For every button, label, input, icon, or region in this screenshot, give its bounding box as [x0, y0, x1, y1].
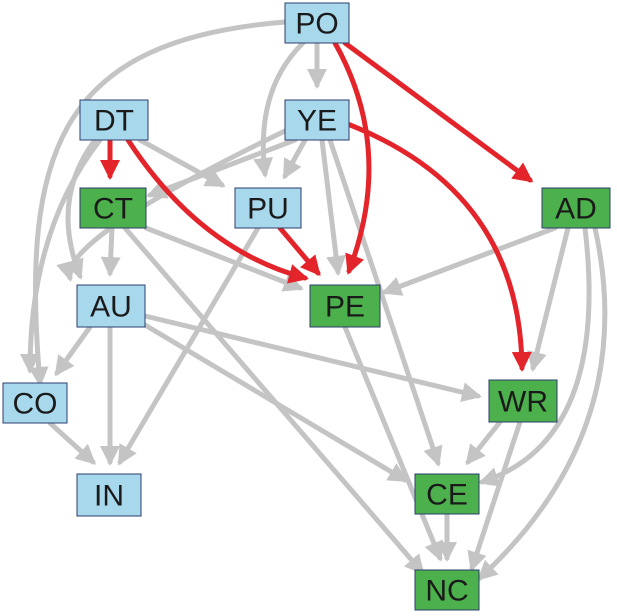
node-label: PE — [325, 291, 365, 324]
edge-ye-to-pe — [319, 137, 347, 276]
node-ye: YE — [284, 99, 350, 141]
node-po: PO — [284, 2, 350, 44]
node-label: CO — [13, 388, 58, 421]
edge-pu-to-in — [117, 225, 261, 466]
edge-po-to-pe — [332, 40, 372, 275]
node-label: IN — [94, 480, 124, 513]
node-label: NC — [425, 575, 468, 608]
edge-au-to-wr — [142, 313, 482, 402]
node-box — [234, 187, 302, 229]
edge-ad-to-ce — [478, 225, 592, 487]
node-pe: PE — [309, 284, 381, 328]
node-box — [488, 379, 558, 423]
node-box — [541, 187, 611, 229]
node-box — [76, 473, 142, 517]
edge-au-to-co — [54, 324, 93, 377]
edge-ad-to-nc — [477, 225, 608, 581]
edge-ct-to-au — [100, 225, 121, 277]
node-label: WR — [498, 386, 548, 419]
node-box — [79, 187, 147, 229]
node-box — [309, 284, 381, 328]
red-edges — [100, 40, 534, 372]
edge-pu-to-pe — [277, 225, 321, 277]
node-box — [414, 473, 480, 515]
node-label: PU — [247, 193, 289, 226]
node-label: AU — [90, 291, 132, 324]
node-wr: WR — [488, 379, 558, 423]
edge-ye-to-pu — [282, 137, 308, 180]
edge-dt-to-co — [20, 137, 103, 374]
edge-wr-to-ce — [465, 419, 503, 466]
node-box — [2, 382, 68, 424]
edge-co-to-in — [47, 420, 96, 465]
node-label: DT — [94, 105, 134, 138]
gray-edges — [20, 19, 608, 581]
node-pu: PU — [234, 187, 302, 229]
node-co: CO — [2, 382, 68, 424]
node-dt: DT — [79, 99, 149, 141]
edge-ye-to-ce — [327, 137, 443, 467]
node-label: AD — [555, 193, 597, 226]
node-box — [76, 284, 146, 328]
nodes: PO DT YE CT PU AD AU PE CO WR IN CE NC — [2, 2, 611, 611]
node-in: IN — [76, 473, 142, 517]
edge-ad-to-pe — [381, 225, 558, 296]
edge-po-to-pu — [253, 40, 306, 178]
node-ad: AD — [541, 187, 611, 229]
edge-po-to-ad — [342, 40, 534, 183]
node-au: AU — [76, 284, 146, 328]
node-label: CT — [93, 193, 133, 226]
edge-ad-to-wr — [527, 225, 571, 372]
edge-ye-to-wr — [342, 120, 532, 372]
node-label: CE — [426, 479, 468, 512]
edge-dt-to-pu — [137, 137, 226, 188]
node-box — [79, 99, 149, 141]
node-ct: CT — [79, 187, 147, 229]
node-ce: CE — [414, 473, 480, 515]
edge-wr-to-nc — [467, 419, 523, 572]
edge-dt-to-pe — [125, 137, 309, 284]
edge-au-to-ce — [142, 322, 409, 483]
node-box — [284, 99, 350, 141]
edge-pe-to-nc — [342, 324, 444, 562]
node-box — [284, 2, 350, 44]
node-label: PO — [295, 8, 338, 41]
node-box — [414, 569, 480, 611]
node-label: YE — [297, 105, 337, 138]
node-nc: NC — [414, 569, 480, 611]
edge-ct-to-pe — [143, 225, 304, 292]
